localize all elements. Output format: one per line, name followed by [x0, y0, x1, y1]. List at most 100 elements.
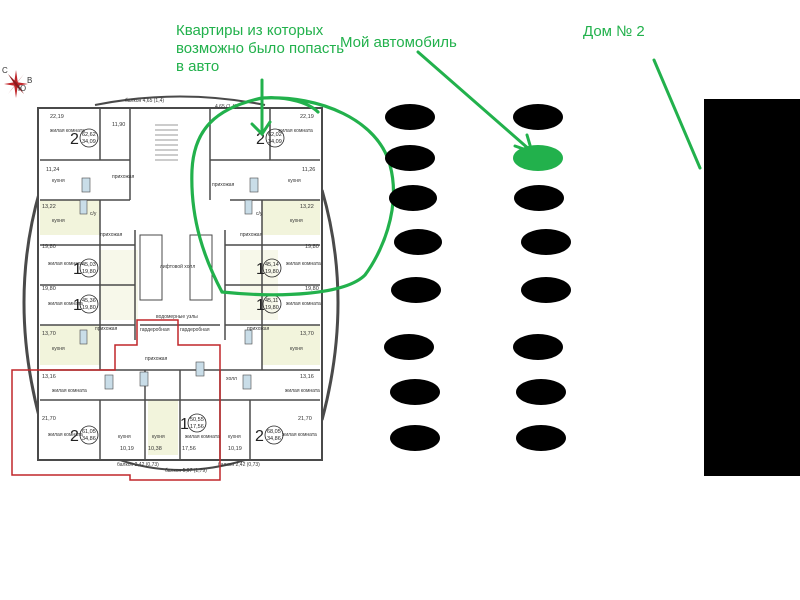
parked-car — [385, 104, 435, 130]
svg-text:45,36: 45,36 — [82, 298, 96, 304]
measurements: 22,19 22,19 11,90 11,24 11,26 13,22 13,2… — [42, 114, 319, 452]
svg-text:62,02: 62,02 — [268, 132, 282, 138]
car-annotation: Мой автомобиль — [340, 34, 457, 51]
room-label: жилая комната — [48, 261, 83, 267]
svg-text:17,56: 17,56 — [182, 446, 196, 452]
parked-cars — [384, 104, 571, 451]
svg-text:19,80: 19,80 — [82, 269, 96, 275]
apartment-badge: 1 45,36 19,80 — [73, 294, 99, 314]
svg-text:19,80: 19,80 — [265, 269, 279, 275]
parked-car — [521, 277, 571, 303]
room-label: прихожая — [240, 232, 263, 238]
room-label: жилая комната — [50, 128, 85, 134]
room-labels: жилая комната жилая комната кухня кухня … — [48, 128, 321, 440]
balcony-label-top-left: балкон 4,65 (1,4) — [125, 98, 164, 104]
kitchen-fill — [262, 200, 320, 235]
svg-text:19,80: 19,80 — [265, 305, 279, 311]
svg-text:45,11: 45,11 — [265, 298, 278, 304]
room-label: кухня — [290, 218, 303, 224]
svg-text:19,80: 19,80 — [42, 244, 56, 250]
room-label: жилая комната — [48, 432, 83, 438]
svg-text:10,19: 10,19 — [120, 446, 134, 452]
parked-car — [390, 425, 440, 451]
flats-annotation: Квартиры из которых возможно было попаст… — [176, 22, 345, 75]
hall-label: холл — [226, 376, 237, 382]
apartment-badges: 2 62,62 34,09 2 62,02 34,09 1 45,03 19,8… — [70, 128, 285, 445]
svg-text:2: 2 — [256, 131, 265, 148]
svg-text:13,22: 13,22 — [300, 204, 314, 210]
room-label: прихожая — [145, 356, 168, 362]
room-label: жилая комната — [185, 434, 220, 440]
kitchen-fill — [40, 200, 100, 235]
svg-text:10,38: 10,38 — [148, 446, 162, 452]
compass-south: Ю — [18, 84, 27, 93]
water-meters-label: водомерные узлы — [156, 314, 198, 320]
balcony-label-bottom-right: балкон 2,42 (0,73) — [218, 462, 260, 468]
room-label: с/у — [256, 211, 263, 217]
apartment-badge: 1 50,55 17,56 — [180, 413, 207, 433]
kitchen-fill — [40, 325, 100, 365]
room-label: жилая комната — [286, 261, 321, 267]
stairs — [155, 124, 178, 161]
svg-text:22,19: 22,19 — [50, 114, 64, 120]
svg-text:1: 1 — [73, 297, 82, 314]
svg-text:2: 2 — [255, 428, 264, 445]
room-label: гардеробная — [140, 327, 170, 333]
apartment-badge: 2 62,62 34,09 — [70, 128, 99, 148]
svg-text:22,19: 22,19 — [300, 114, 314, 120]
room-label: прихожая — [212, 182, 235, 188]
svg-text:13,16: 13,16 — [300, 374, 314, 380]
bathroom-fixtures — [79, 177, 259, 390]
room-label: кухня — [290, 346, 303, 352]
svg-text:13,70: 13,70 — [42, 331, 56, 337]
kitchen-fill — [262, 325, 320, 365]
room-label: жилая комната — [285, 388, 320, 394]
parked-car — [384, 334, 434, 360]
room-label: кухня — [118, 434, 131, 440]
apartment-badge: 1 45,14 19,80 — [256, 258, 282, 278]
room-label: кухня — [288, 178, 301, 184]
parked-car — [516, 425, 566, 451]
floor-plan: 22,19 22,19 11,90 11,24 11,26 13,22 13,2… — [22, 95, 340, 474]
parked-car — [513, 334, 563, 360]
parked-car — [389, 185, 437, 211]
room-label: кухня — [152, 434, 165, 440]
svg-text:34,09: 34,09 — [82, 139, 96, 145]
outer-wall-right — [320, 189, 340, 421]
interior-walls — [40, 108, 320, 460]
svg-text:62,62: 62,62 — [82, 132, 96, 138]
room-label: жилая комната — [278, 128, 313, 134]
house-2-block — [704, 99, 800, 476]
room-label: кухня — [52, 346, 65, 352]
balcony-labels: балкон 4,65 (1,4) 4,65 (1,4) балкон 2,42… — [117, 98, 260, 474]
svg-text:50,55: 50,55 — [190, 417, 204, 423]
kitchen-fill — [148, 400, 178, 455]
parked-car — [516, 379, 566, 405]
svg-text:2: 2 — [70, 131, 79, 148]
svg-text:1: 1 — [256, 261, 265, 278]
svg-text:34,09: 34,09 — [268, 139, 282, 145]
svg-text:45,14: 45,14 — [265, 262, 279, 268]
room-label: жилая комната — [282, 432, 317, 438]
parked-car — [390, 379, 440, 405]
svg-text:19,80: 19,80 — [42, 286, 56, 292]
svg-text:2: 2 — [70, 428, 79, 445]
arrow-flats — [250, 78, 272, 137]
compass-rose: С В Ю — [0, 66, 40, 106]
elevator-shaft — [139, 234, 163, 301]
compass-icon — [4, 70, 28, 98]
room-label: прихожая — [247, 326, 270, 332]
svg-text:19,80: 19,80 — [305, 244, 319, 250]
svg-text:10,19: 10,19 — [228, 446, 242, 452]
svg-text:19,80: 19,80 — [305, 286, 319, 292]
svg-text:13,22: 13,22 — [42, 204, 56, 210]
room-label: жилая комната — [48, 301, 83, 307]
svg-text:13,16: 13,16 — [42, 374, 56, 380]
elevator-hall-label: лифтовой холл — [160, 263, 195, 270]
balcony-label-bottom-left: балкон 2,42 (0,73) — [117, 462, 159, 468]
svg-text:34,86: 34,86 — [267, 436, 281, 442]
svg-text:11,90: 11,90 — [112, 122, 125, 128]
parked-car — [513, 104, 563, 130]
outer-wall-bottom — [119, 459, 246, 471]
